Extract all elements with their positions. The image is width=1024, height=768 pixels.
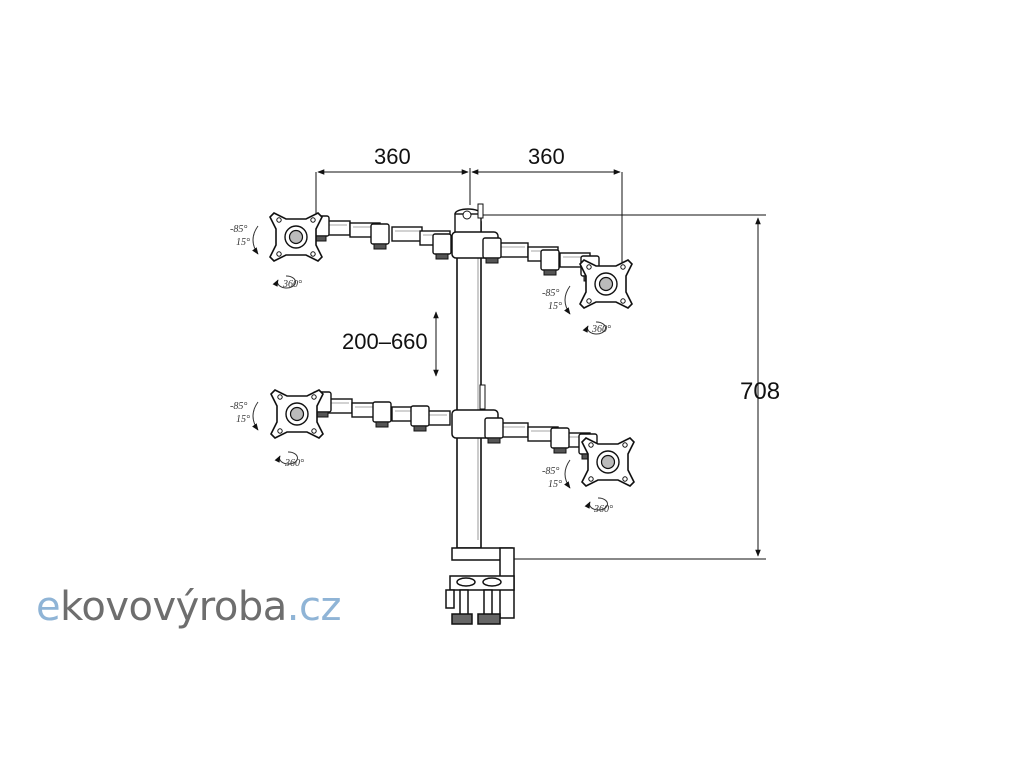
tilt-up-label: -85°: [230, 401, 247, 412]
lower-arm-right: [451, 409, 598, 460]
dimension-arm-left: 360: [374, 144, 411, 169]
upper-arm-right: [451, 231, 600, 282]
dimension-height-adjust: 200–660: [342, 329, 428, 354]
tilt-down-label: 15°: [236, 237, 250, 248]
tilt-up-label: -85°: [542, 288, 559, 299]
tilt-indicators: [252, 225, 608, 511]
logo-prefix: e: [36, 584, 61, 630]
rotation-label: 360°: [591, 324, 611, 335]
tilt-down-label: 15°: [548, 301, 562, 312]
vesa-plate-top-left: [269, 212, 323, 262]
brand-logo: ekovovýroba.cz: [36, 584, 341, 630]
tilt-down-label: 15°: [548, 479, 562, 490]
vesa-plate-bottom-left: [270, 389, 324, 439]
upper-arm-left: [310, 215, 452, 260]
logo-tld: .cz: [286, 584, 342, 630]
vesa-plate-bottom-right: [581, 437, 635, 487]
lower-arm-left: [312, 391, 451, 432]
tilt-up-label: -85°: [230, 224, 247, 235]
pole: [454, 203, 486, 549]
rotation-label: 360°: [284, 458, 304, 469]
dimension-lines: [315, 168, 766, 560]
dimension-total-height: 708: [740, 378, 780, 405]
rotation-label: 360°: [593, 504, 613, 515]
tilt-up-label: -85°: [542, 466, 559, 477]
dimension-arm-right: 360: [528, 144, 565, 169]
rotation-label: 360°: [282, 279, 302, 290]
vesa-plate-top-right: [579, 259, 633, 309]
tilt-down-label: 15°: [236, 414, 250, 425]
desk-clamp: [445, 547, 515, 625]
logo-main: kovovýroba: [60, 584, 287, 630]
